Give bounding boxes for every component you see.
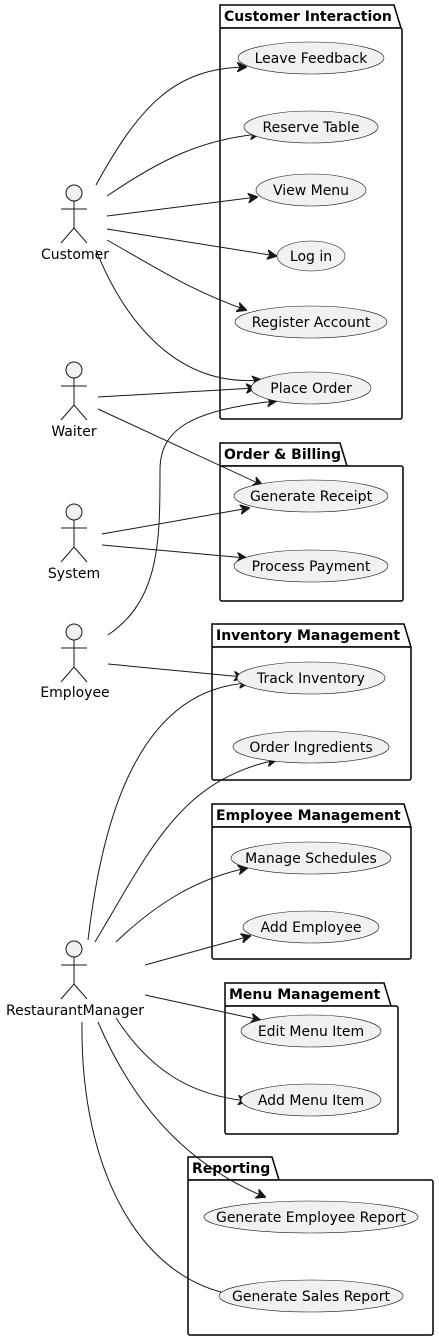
- association-system-generate-receipt: [101, 508, 249, 535]
- association-manager-order-ingredients: [94, 760, 276, 943]
- package-title: Employee Management: [216, 808, 401, 824]
- use-case-ellipse: [250, 371, 372, 405]
- use-case-label: Leave Feedback: [255, 51, 369, 67]
- use-case-ellipse: [232, 730, 390, 764]
- use-case-ellipse: [230, 841, 392, 875]
- association-manager-add-employee: [144, 936, 250, 966]
- association-customer-reserve-table: [106, 134, 259, 197]
- use-case-ellipse: [240, 1083, 382, 1117]
- use-case-label: Log in: [290, 249, 332, 265]
- actor-head: [65, 184, 83, 202]
- actor-legs: [60, 404, 88, 421]
- package-title: Reporting: [192, 1161, 270, 1177]
- use-case-ellipse: [237, 41, 385, 75]
- use-case-add-menu-item: Add Menu Item: [240, 1083, 382, 1117]
- use-case-ellipse: [233, 479, 389, 513]
- association-manager-track-inventory: [87, 683, 248, 941]
- use-case-order-ingredients: Order Ingredients: [232, 730, 390, 764]
- actor-legs: [60, 546, 88, 563]
- actor-customer: Customer: [41, 184, 109, 263]
- actor-employee: Employee: [40, 623, 110, 701]
- use-case-ellipse: [236, 661, 386, 695]
- actor-head: [65, 361, 83, 379]
- use-case-add-employee: Add Employee: [242, 910, 380, 944]
- use-case-label: View Menu: [273, 183, 349, 199]
- association-manager-manage-schedules: [115, 868, 247, 943]
- use-case-label: Add Employee: [261, 920, 362, 936]
- use-case-view-menu: View Menu: [255, 173, 367, 207]
- actor-label: Employee: [40, 685, 109, 701]
- use-case-label: Add Menu Item: [258, 1093, 364, 1109]
- use-case-generate-employee-report: Generate Employee Report: [203, 1200, 419, 1234]
- association-employee-place-order: [107, 401, 276, 636]
- use-case-ellipse: [255, 173, 367, 207]
- association-manager-generate-sales-report: [81, 1021, 235, 1295]
- use-case-label: Reserve Table: [263, 120, 360, 136]
- use-case-log-in: Log in: [276, 240, 346, 272]
- package-title: Customer Interaction: [224, 9, 392, 25]
- association-customer-register-account: [106, 239, 246, 310]
- package-title: Order & Billing: [224, 447, 341, 463]
- association-customer-leave-feedback: [95, 67, 246, 186]
- use-case-label: Edit Menu Item: [258, 1024, 364, 1040]
- use-case-generate-sales-report: Generate Sales Report: [218, 1279, 404, 1313]
- actor-head: [65, 503, 83, 521]
- use-case-reserve-table: Reserve Table: [243, 110, 379, 144]
- association-customer-log-in: [106, 228, 276, 256]
- use-case-ellipse: [203, 1200, 419, 1234]
- actor-legs: [60, 666, 88, 683]
- use-case-track-inventory: Track Inventory: [236, 661, 386, 695]
- use-case-label: Generate Employee Report: [216, 1210, 407, 1226]
- association-waiter-generate-receipt: [97, 408, 262, 485]
- use-case-ellipse: [240, 1014, 382, 1048]
- association-manager-generate-employee-report: [97, 1021, 265, 1197]
- association-employee-track-inventory: [107, 663, 243, 677]
- actor-legs: [60, 983, 88, 1000]
- actor-restaurant-manager: RestaurantManager: [6, 940, 144, 1019]
- use-case-label: Generate Receipt: [250, 489, 373, 505]
- use-case-label: Process Payment: [252, 559, 371, 575]
- associations: [81, 67, 276, 1295]
- actor-head: [65, 623, 83, 641]
- use-case-ellipse: [233, 549, 389, 583]
- association-customer-view-menu: [106, 197, 257, 217]
- use-case-ellipse: [242, 910, 380, 944]
- use-case-ellipse: [276, 240, 346, 272]
- use-case-edit-menu-item: Edit Menu Item: [240, 1014, 382, 1048]
- actor-head: [65, 940, 83, 958]
- association-manager-add-menu-item: [115, 1017, 247, 1101]
- use-case-manage-schedules: Manage Schedules: [230, 841, 392, 875]
- association-waiter-place-order: [97, 388, 255, 398]
- use-case-register-account: Register Account: [234, 305, 388, 339]
- use-case-process-payment: Process Payment: [233, 549, 389, 583]
- use-case-generate-receipt: Generate Receipt: [233, 479, 389, 513]
- package-title: Inventory Management: [216, 628, 400, 644]
- use-case-label: Manage Schedules: [245, 851, 377, 867]
- use-case-label: Order Ingredients: [249, 740, 372, 756]
- association-customer-place-order: [95, 249, 261, 381]
- package-body: [219, 27, 403, 420]
- use-case-ellipse: [243, 110, 379, 144]
- actor-waiter: Waiter: [51, 361, 97, 440]
- actor-system: System: [48, 503, 100, 582]
- actor-label: Waiter: [51, 424, 97, 440]
- use-case-label: Generate Sales Report: [232, 1289, 390, 1305]
- use-case-label: Register Account: [252, 315, 371, 331]
- association-system-process-payment: [101, 544, 246, 558]
- package-title: Menu Management: [229, 987, 381, 1003]
- actor-label: Customer: [41, 247, 109, 263]
- actor-legs: [60, 227, 88, 244]
- use-case-label: Place Order: [270, 381, 352, 397]
- actor-label: System: [48, 566, 100, 582]
- actor-label: RestaurantManager: [6, 1003, 144, 1019]
- association-manager-edit-menu-item: [144, 994, 260, 1020]
- use-case-leave-feedback: Leave Feedback: [237, 41, 385, 75]
- use-case-ellipse: [234, 305, 388, 339]
- use-case-ellipse: [218, 1279, 404, 1313]
- use-case-label: Track Inventory: [256, 671, 365, 687]
- use-case-place-order: Place Order: [250, 371, 372, 405]
